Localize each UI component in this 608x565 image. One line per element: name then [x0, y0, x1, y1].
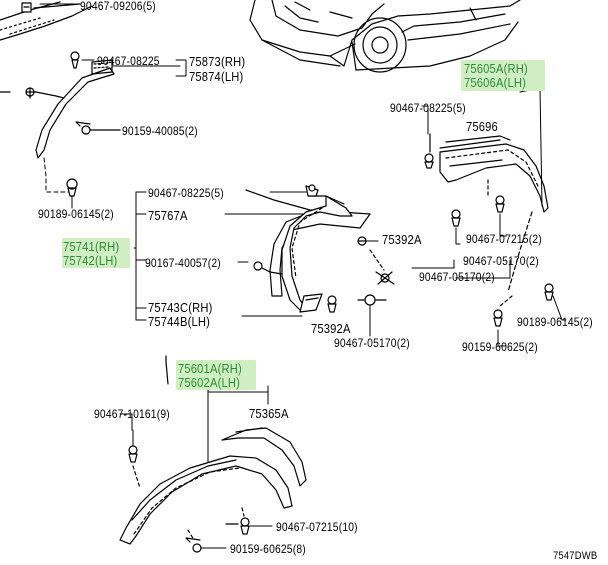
- part-label-90467-05170-b[interactable]: 90467-05170(2): [334, 336, 410, 350]
- part-label-75767A[interactable]: 75767A: [148, 208, 188, 223]
- part-label-90159-60625-right[interactable]: 90159-60625(2): [462, 340, 538, 354]
- bracket-75741: [133, 191, 311, 321]
- diagram-code: 7547DWB: [553, 550, 598, 562]
- part-label-75873[interactable]: 75873(RH): [189, 54, 246, 69]
- part-label-90467-05170-a[interactable]: 90467-05170(2): [419, 270, 495, 284]
- part-label-75742[interactable]: 75742(LH): [63, 253, 118, 268]
- molding-75873: [35, 59, 115, 159]
- part-label-90467-08225-top[interactable]: 90467-08225: [97, 54, 160, 68]
- part-label-90467-08225-mid[interactable]: 90467-08225(5): [148, 186, 224, 200]
- clip-fasteners-upper: [0, 51, 121, 197]
- part-label-90189-06145-left[interactable]: 90189-06145(2): [38, 207, 114, 221]
- wheel-arch-molding-upper: [0, 1, 93, 41]
- vehicle-illustration: [249, 0, 521, 73]
- part-label-90167-40057[interactable]: 90167-40057(2): [145, 256, 221, 270]
- part-label-90159-60625-bottom[interactable]: 90159-60625(8): [230, 542, 306, 556]
- part-label-90467-07215-bottom[interactable]: 90467-07215(10): [276, 520, 358, 534]
- highlight-75605A: 75605A(RH) 75606A(LH): [461, 60, 545, 91]
- part-label-90467-05170-c[interactable]: 90467-05170(2): [463, 254, 539, 268]
- part-label-75744B[interactable]: 75744B(LH): [148, 314, 211, 329]
- part-label-75365A[interactable]: 75365A: [249, 406, 289, 421]
- fender-flare-right: [411, 87, 567, 347]
- part-label-90467-08225-right[interactable]: 90467-08225(5): [390, 101, 466, 115]
- fender-flare-bottom: [119, 355, 307, 553]
- part-label-90467-09206[interactable]: 90467-09206(5): [80, 0, 156, 13]
- part-label-75392A-right[interactable]: 75392A: [382, 232, 422, 247]
- part-label-75605A[interactable]: 75605A(RH): [464, 61, 528, 76]
- part-label-75743C[interactable]: 75743C(RH): [148, 300, 213, 315]
- part-label-75606A[interactable]: 75606A(LH): [464, 75, 527, 90]
- leader-lines-upper-left: [39, 3, 187, 209]
- part-label-90189-06145-right[interactable]: 90189-06145(2): [517, 315, 593, 329]
- part-label-90467-10161[interactable]: 90467-10161(9): [94, 407, 170, 421]
- highlight-75601A: 75601A(RH) 75602A(LH): [176, 360, 256, 390]
- part-label-75602A[interactable]: 75602A(LH): [178, 375, 241, 390]
- part-label-75392A-lower[interactable]: 75392A: [311, 321, 351, 336]
- part-label-90467-07215-right[interactable]: 90467-07215(2): [466, 232, 542, 246]
- part-label-90159-40085[interactable]: 90159-40085(2): [122, 124, 198, 138]
- highlight-75741: 75741(RH) 75742(LH): [62, 238, 130, 268]
- part-label-75741[interactable]: 75741(RH): [63, 239, 120, 254]
- part-label-75874[interactable]: 75874(LH): [189, 69, 244, 84]
- clips-middle: [253, 236, 395, 337]
- fender-flare-middle: [245, 184, 371, 313]
- part-label-75696[interactable]: 75696: [466, 119, 498, 134]
- part-label-75601A[interactable]: 75601A(RH): [178, 361, 242, 376]
